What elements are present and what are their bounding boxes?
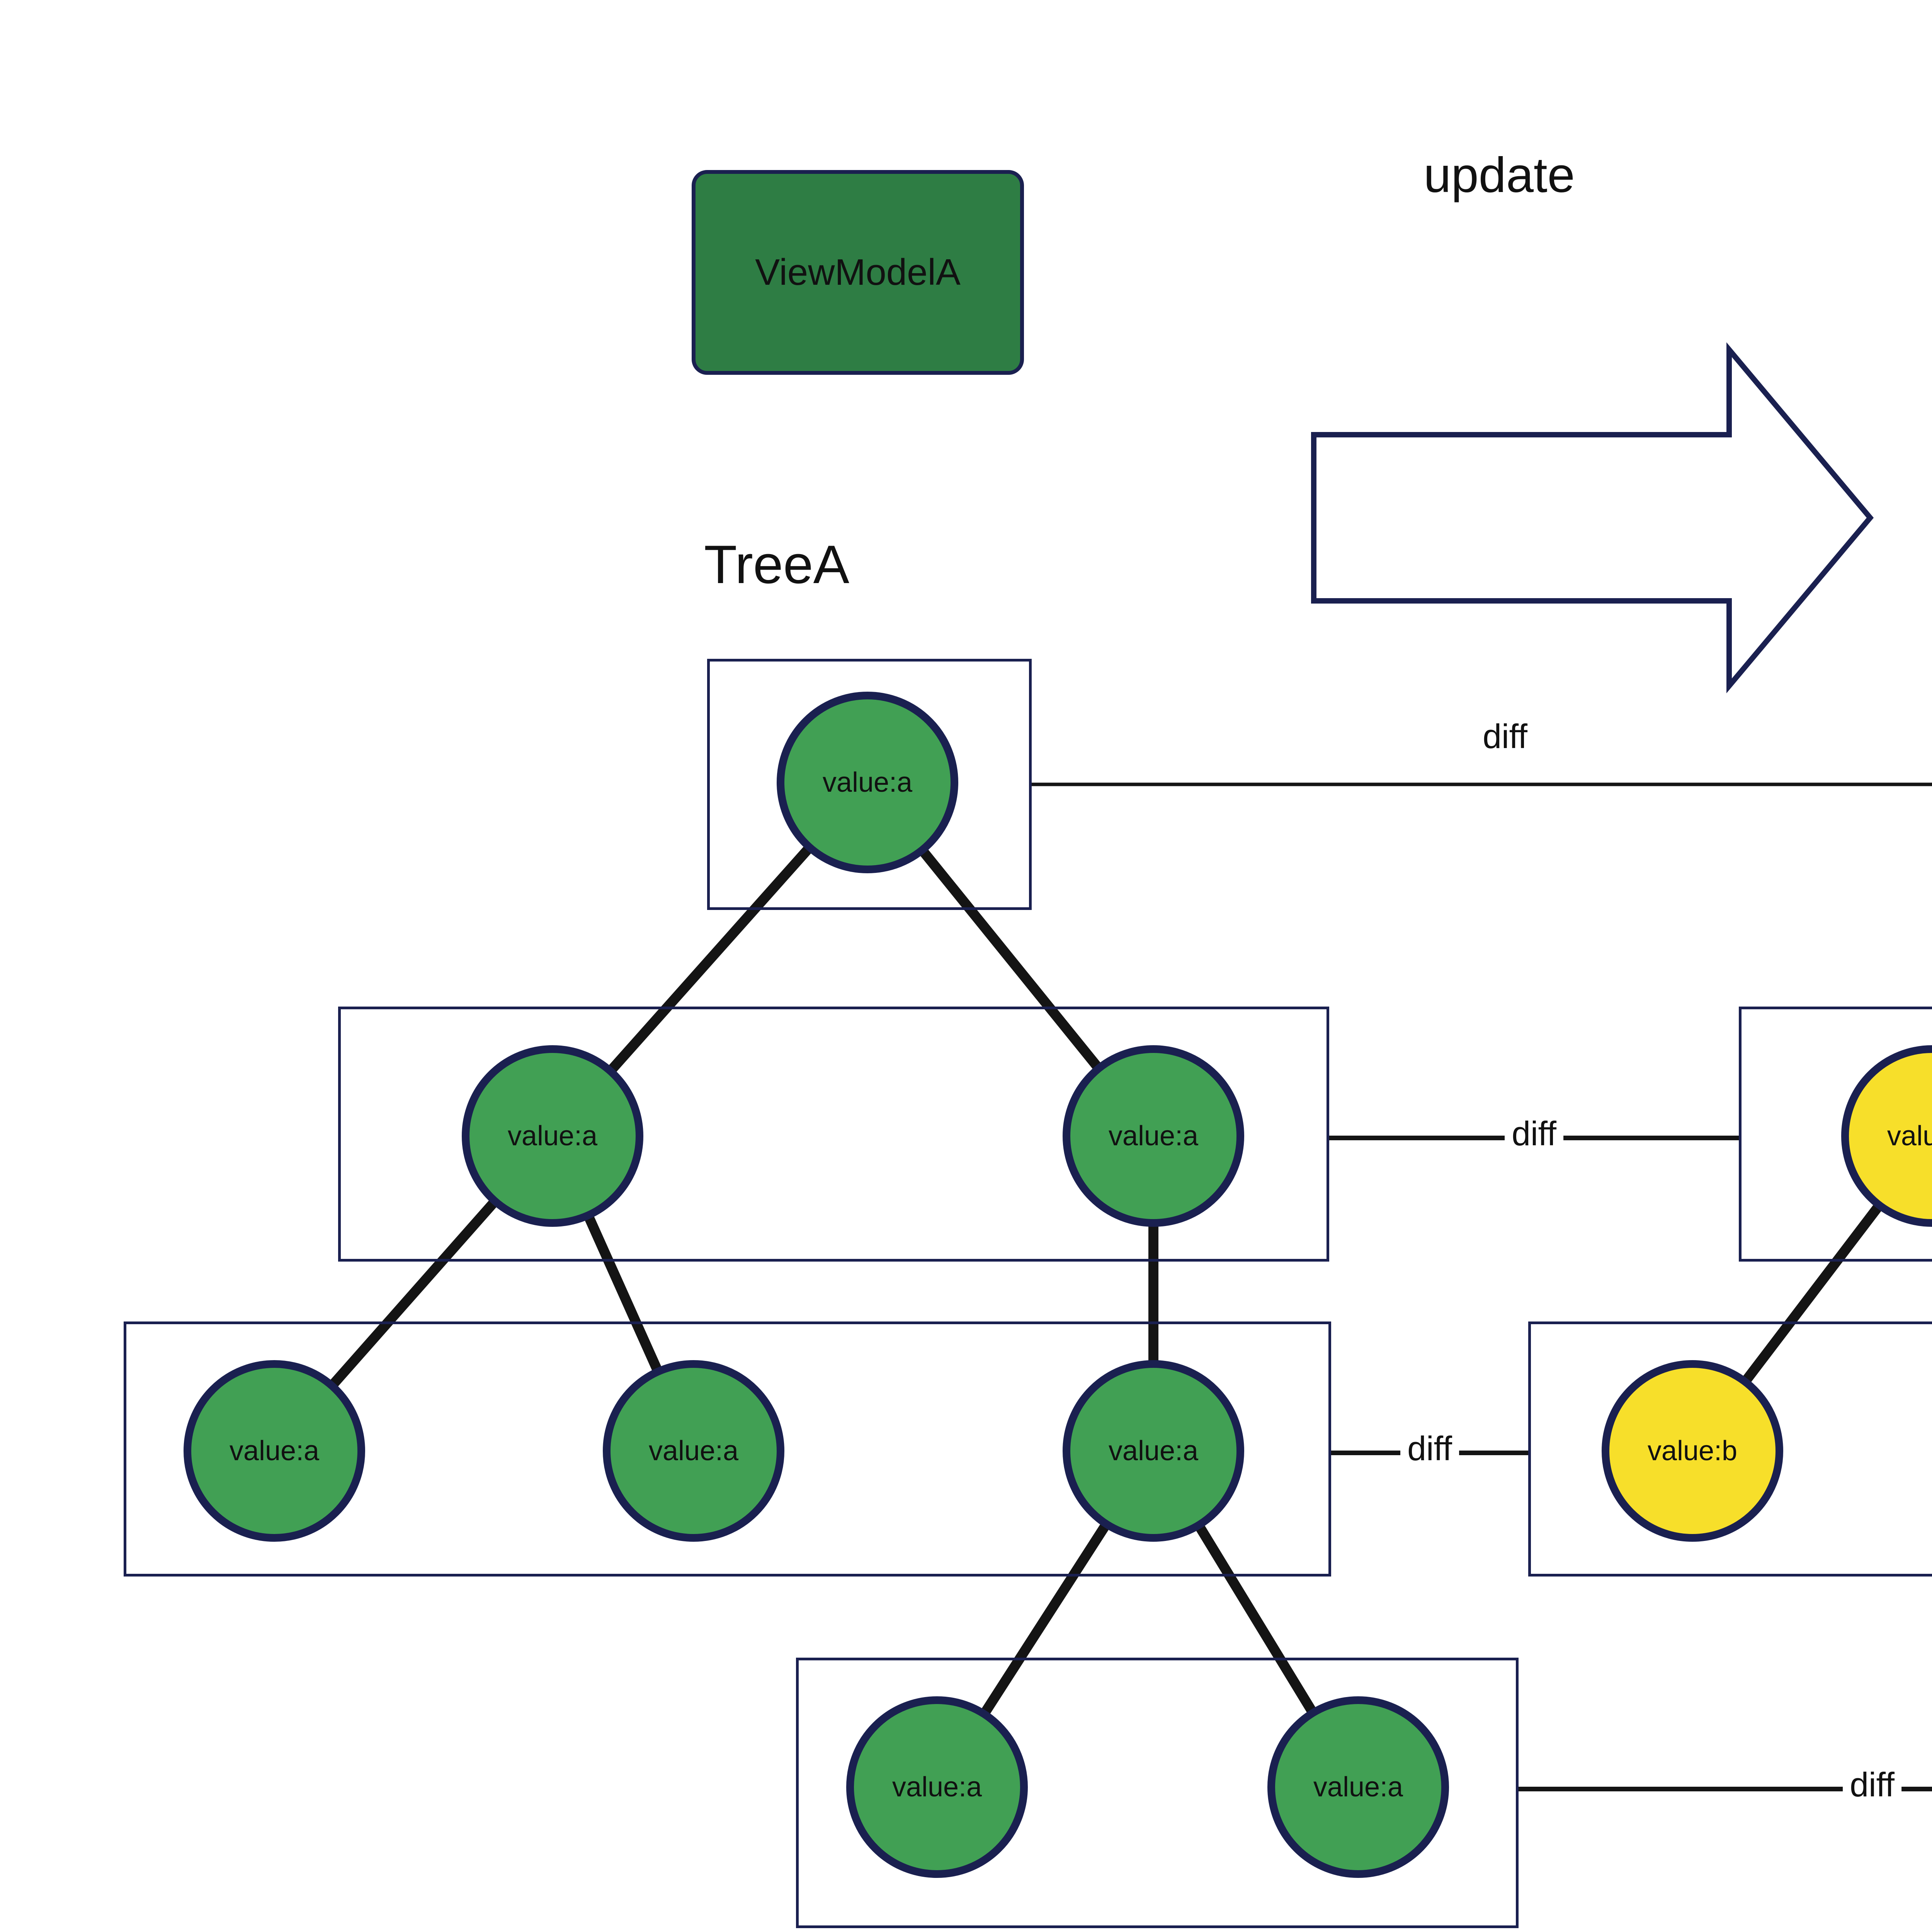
tree-left-level-box-4 bbox=[796, 1658, 1519, 1928]
tree-right-level-box-3 bbox=[1528, 1321, 1932, 1577]
tree-right-node-R3a[interactable]: value:b bbox=[1602, 1360, 1783, 1542]
tree-left-node-L4a[interactable]: value:a bbox=[846, 1696, 1028, 1878]
node-value-label: value:a bbox=[229, 1435, 320, 1466]
node-value-label: value:a bbox=[1108, 1121, 1199, 1151]
tree-left-node-L4b[interactable]: value:a bbox=[1267, 1696, 1449, 1878]
update-label: update bbox=[1423, 148, 1575, 203]
node-value-label: value:b bbox=[1647, 1435, 1738, 1466]
node-value-label: value:b bbox=[1887, 1121, 1932, 1151]
tree-edges bbox=[270, 779, 1932, 1790]
node-value-label: value:a bbox=[822, 767, 913, 798]
diff-label-level-4: diff bbox=[1843, 1765, 1901, 1804]
tree-left-title: TreeA bbox=[704, 534, 850, 595]
update-arrow-icon bbox=[1311, 342, 1874, 694]
tree-left-level-box-3 bbox=[124, 1321, 1331, 1577]
tree-left-node-L3c[interactable]: value:a bbox=[1063, 1360, 1244, 1542]
tree-left-node-L2b[interactable]: value:a bbox=[1063, 1045, 1244, 1227]
viewmodel-a-label: ViewModelA bbox=[755, 252, 961, 293]
diff-label-level-2: diff bbox=[1505, 1114, 1563, 1153]
node-value-label: value:a bbox=[1313, 1772, 1403, 1803]
diff-label-level-3: diff bbox=[1400, 1429, 1459, 1468]
diff-label-level-1: diff bbox=[1483, 717, 1527, 755]
diff-connector-lines bbox=[1032, 782, 1932, 1791]
node-value-label: value:a bbox=[1108, 1435, 1199, 1466]
tree-left-node-L3b[interactable]: value:a bbox=[603, 1360, 784, 1542]
tree-left-node-L3a[interactable]: value:a bbox=[184, 1360, 365, 1542]
tree-left-node-L1[interactable]: value:a bbox=[777, 692, 958, 873]
tree-left-level-box-2 bbox=[338, 1007, 1329, 1262]
node-value-label: value:a bbox=[892, 1772, 982, 1803]
tree-right-level-box-2 bbox=[1739, 1007, 1932, 1262]
tree-left-node-L2a[interactable]: value:a bbox=[462, 1045, 643, 1227]
node-value-label: value:a bbox=[507, 1121, 598, 1151]
viewmodel-a-box[interactable]: ViewModelA bbox=[692, 170, 1024, 375]
node-value-label: value:a bbox=[648, 1435, 739, 1466]
tree-left-level-box-1 bbox=[707, 659, 1032, 910]
